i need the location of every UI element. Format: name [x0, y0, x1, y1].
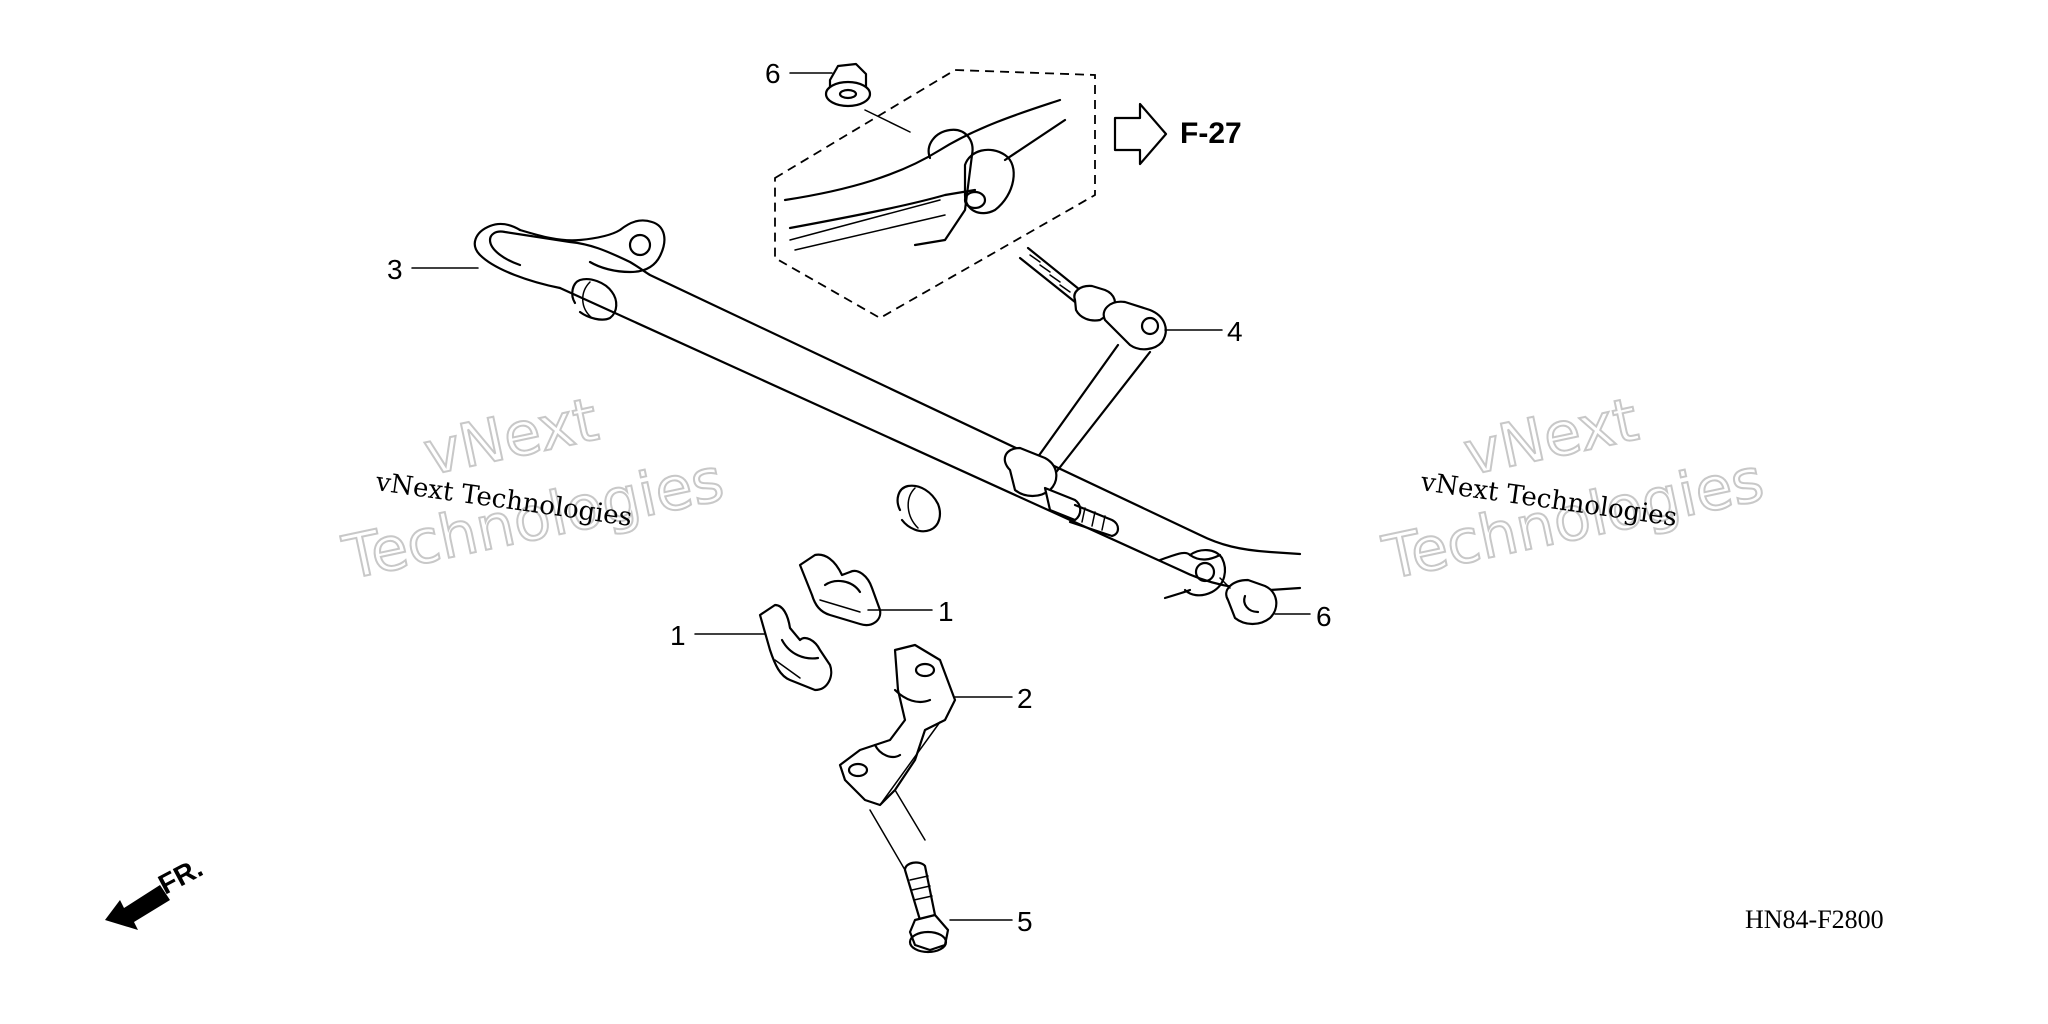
frame-section — [774, 69, 1096, 320]
callout-2: 2 — [1017, 683, 1033, 714]
stabilizer-bar — [473, 219, 1302, 600]
bushing-upper — [798, 553, 882, 627]
reference-arrow: F-27 — [1113, 102, 1242, 166]
flange-nut-upper — [824, 62, 911, 133]
callout-4: 4 — [1227, 316, 1243, 347]
reference-label: F-27 — [1180, 117, 1242, 150]
front-direction-arrow: FR. — [105, 852, 208, 930]
callout-1-upper: 1 — [938, 596, 954, 627]
diagram-code: HN84-F2800 — [1745, 905, 1884, 934]
bushing-holder — [838, 643, 957, 807]
flange-bolt — [869, 789, 950, 954]
callout-6-upper: 6 — [765, 58, 781, 89]
callout-6-lower: 6 — [1316, 601, 1332, 632]
callout-3: 3 — [387, 254, 403, 285]
callout-1-lower: 1 — [670, 620, 686, 651]
flange-nut-lower — [1219, 577, 1278, 626]
stabilizer-link — [1003, 246, 1167, 538]
bushing-lower — [758, 603, 833, 692]
callout-5: 5 — [1017, 906, 1033, 937]
